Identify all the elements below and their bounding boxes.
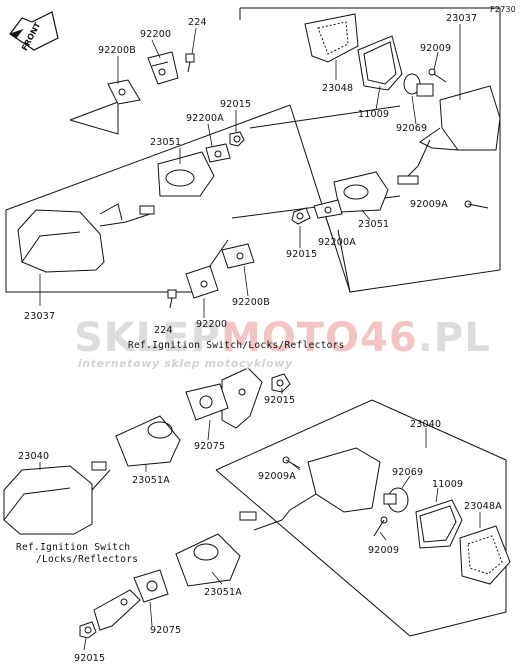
bracket-stay-lower-icon xyxy=(93,589,141,631)
part-label: 23040 xyxy=(18,451,50,462)
turn-signal-housing-23040-right-icon xyxy=(239,447,381,531)
turn-signal-housing-top-right-icon xyxy=(405,85,501,179)
leader-lines xyxy=(39,24,481,651)
rubber-23051a-icon xyxy=(115,415,181,467)
assembly-frame-bottom-right xyxy=(215,399,507,637)
part-label: 92015 xyxy=(74,653,106,664)
part-label: 23051A xyxy=(204,587,242,598)
assembly-frame-top-right xyxy=(239,7,501,293)
part-label: 92075 xyxy=(150,625,182,636)
part-label: 92015 xyxy=(220,99,252,110)
gasket-11009-icon xyxy=(357,35,403,91)
part-label: 23040 xyxy=(410,419,442,430)
part-label: 92015 xyxy=(264,395,296,406)
plate-92200a-icon xyxy=(205,143,231,163)
plate-92200b-lower-icon xyxy=(221,243,255,269)
nut-92015-right-icon xyxy=(291,207,311,225)
part-label: 23037 xyxy=(446,13,478,24)
bracket-stay-icon xyxy=(221,367,263,429)
watermark-brand: SKLEPMOTO46.PL xyxy=(74,318,491,358)
reference-note-upper: Ref.Ignition Switch/Locks/Reflectors xyxy=(128,340,345,351)
part-label: 23048A xyxy=(464,501,502,512)
plate-92200b-icon xyxy=(107,79,141,105)
part-label: 92009 xyxy=(420,43,452,54)
connector-right-icon xyxy=(397,175,419,185)
bracket-92200-lower-icon xyxy=(185,265,219,299)
part-label: 92015 xyxy=(286,249,318,260)
part-label: 23051 xyxy=(150,137,182,148)
watermark-brand-part-b: MOTO46 xyxy=(220,315,418,361)
rubber-23051-right-icon xyxy=(333,171,389,213)
part-label: 92075 xyxy=(194,441,226,452)
part-label: 92200B xyxy=(232,297,270,308)
bolt-224-icon xyxy=(185,53,195,73)
bulb-92069-lower-icon xyxy=(383,487,409,513)
screw-92009a-icon xyxy=(464,200,489,209)
front-arrow-icon xyxy=(8,11,59,51)
part-label: 23051A xyxy=(132,475,170,486)
part-label: 224 xyxy=(188,17,207,28)
part-label: 92200B xyxy=(98,45,136,56)
gasket-11009-lower-icon xyxy=(415,499,463,549)
part-label: 23051 xyxy=(358,219,390,230)
plate-92200a-right-icon xyxy=(313,199,343,219)
nut-92015-icon xyxy=(229,131,245,147)
watermark-brand-part-a: SKLEP xyxy=(74,315,221,361)
part-label: 11009 xyxy=(358,109,390,120)
part-label: 23037 xyxy=(24,311,56,322)
part-label: 92069 xyxy=(392,467,424,478)
part-label: 92009A xyxy=(410,199,448,210)
lens-23048-icon xyxy=(304,13,359,63)
rubber-23051a-lower-icon xyxy=(175,533,241,587)
bracket-92200-icon xyxy=(147,51,179,85)
part-label: 92200A xyxy=(318,237,356,248)
reference-note-lower-line2: /Locks/Reflectors xyxy=(36,554,139,565)
reference-note-lower-line1: Ref.Ignition Switch xyxy=(16,542,131,553)
damper-92075-lower-icon xyxy=(133,569,169,603)
nut-92015-lower-icon xyxy=(79,621,97,639)
lens-23048a-icon xyxy=(459,525,511,585)
part-label: 224 xyxy=(154,325,173,336)
watermark-tagline: internetowy sklep motocyklowy xyxy=(78,357,293,370)
part-label: 92009A xyxy=(258,471,296,482)
turn-signal-housing-23040-left-icon xyxy=(3,461,111,535)
damper-92075-icon xyxy=(185,383,229,421)
turn-signal-housing-left-icon xyxy=(17,203,155,273)
screw-92009-lower-icon xyxy=(373,516,388,537)
part-label: 92009 xyxy=(368,545,400,556)
bolt-224-lower-icon xyxy=(167,289,177,309)
part-label: 92200 xyxy=(196,319,228,330)
part-label: 92200 xyxy=(140,29,172,40)
part-label: 92200A xyxy=(186,113,224,124)
rubber-23051-icon xyxy=(157,151,215,197)
nut-92015-mid-icon xyxy=(271,373,291,393)
figure-code: F2730 xyxy=(490,5,516,14)
screw-92009-icon xyxy=(428,68,447,83)
watermark-brand-part-c: .PL xyxy=(417,315,491,361)
part-label: 11009 xyxy=(432,479,464,490)
bulb-92069-icon xyxy=(403,73,434,97)
part-label: 23048 xyxy=(322,83,354,94)
part-label: 92069 xyxy=(396,123,428,134)
screw-92009a-lower-icon xyxy=(282,456,301,469)
